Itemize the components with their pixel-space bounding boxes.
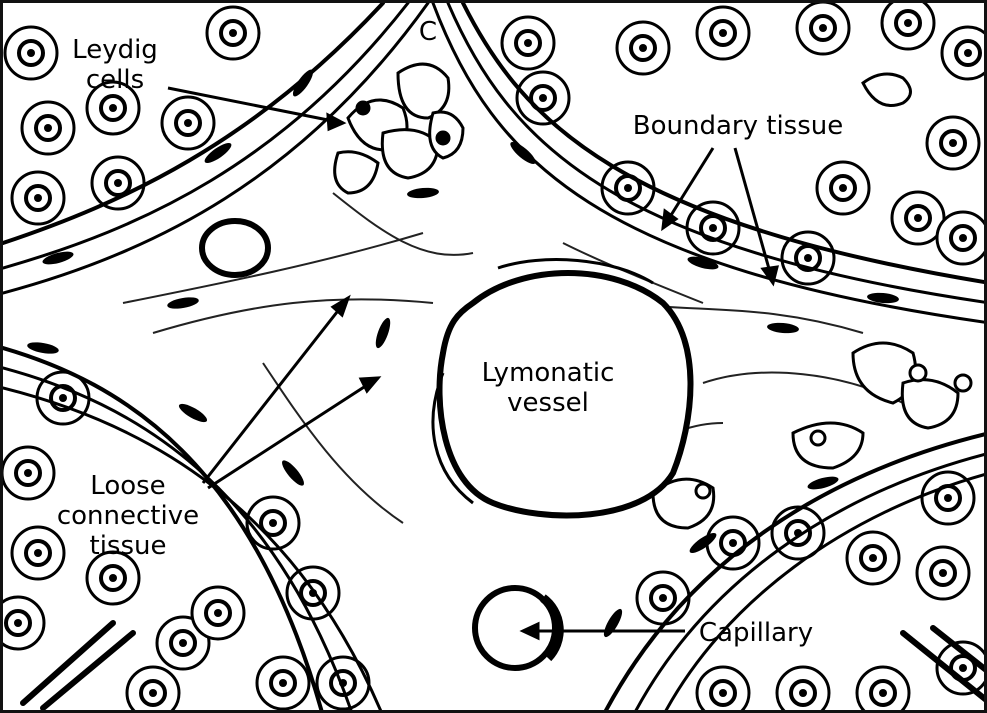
label-loose-connective-tissue: Loose connective tissue <box>48 471 208 561</box>
capillary-vessel <box>475 588 559 668</box>
label-boundary-tissue: Boundary tissue <box>618 111 858 141</box>
small-vessel <box>202 221 268 275</box>
label-corner-mark: C <box>413 17 443 47</box>
label-lymphatic-vessel: Lymonatic vessel <box>473 358 623 418</box>
label-capillary: Capillary <box>691 618 821 648</box>
label-leydig-cells: Leydig cells <box>65 35 165 95</box>
seminiferous-tubule-top-right <box>502 3 987 284</box>
